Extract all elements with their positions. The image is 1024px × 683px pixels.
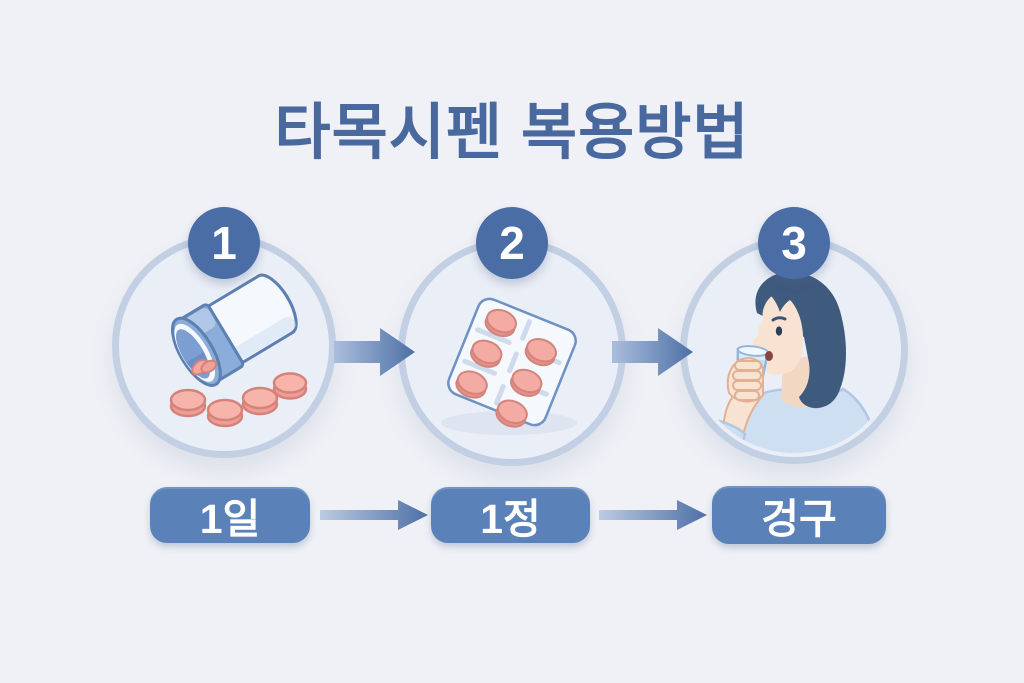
blister-pack-icon [441,297,577,435]
woman-drinking-water-icon [707,271,881,453]
step-3-number-badge: 3 [758,207,830,279]
step-2-caption: 1정 [431,487,590,543]
step-3-caption: 겅구 [712,486,886,544]
step-1-number-badge: 1 [188,207,260,279]
page-title: 타목시펜 복용방법 [274,98,750,166]
arrow-right-icon [334,328,415,376]
arrow-right-icon [599,500,707,530]
step-2-number-badge: 2 [476,207,548,279]
arrow-right-icon [612,328,693,376]
step-2-circle [398,238,626,466]
arrow-right-icon [320,500,428,530]
step-1-caption: 1일 [150,487,310,543]
pill-bottle-icon [169,273,308,428]
